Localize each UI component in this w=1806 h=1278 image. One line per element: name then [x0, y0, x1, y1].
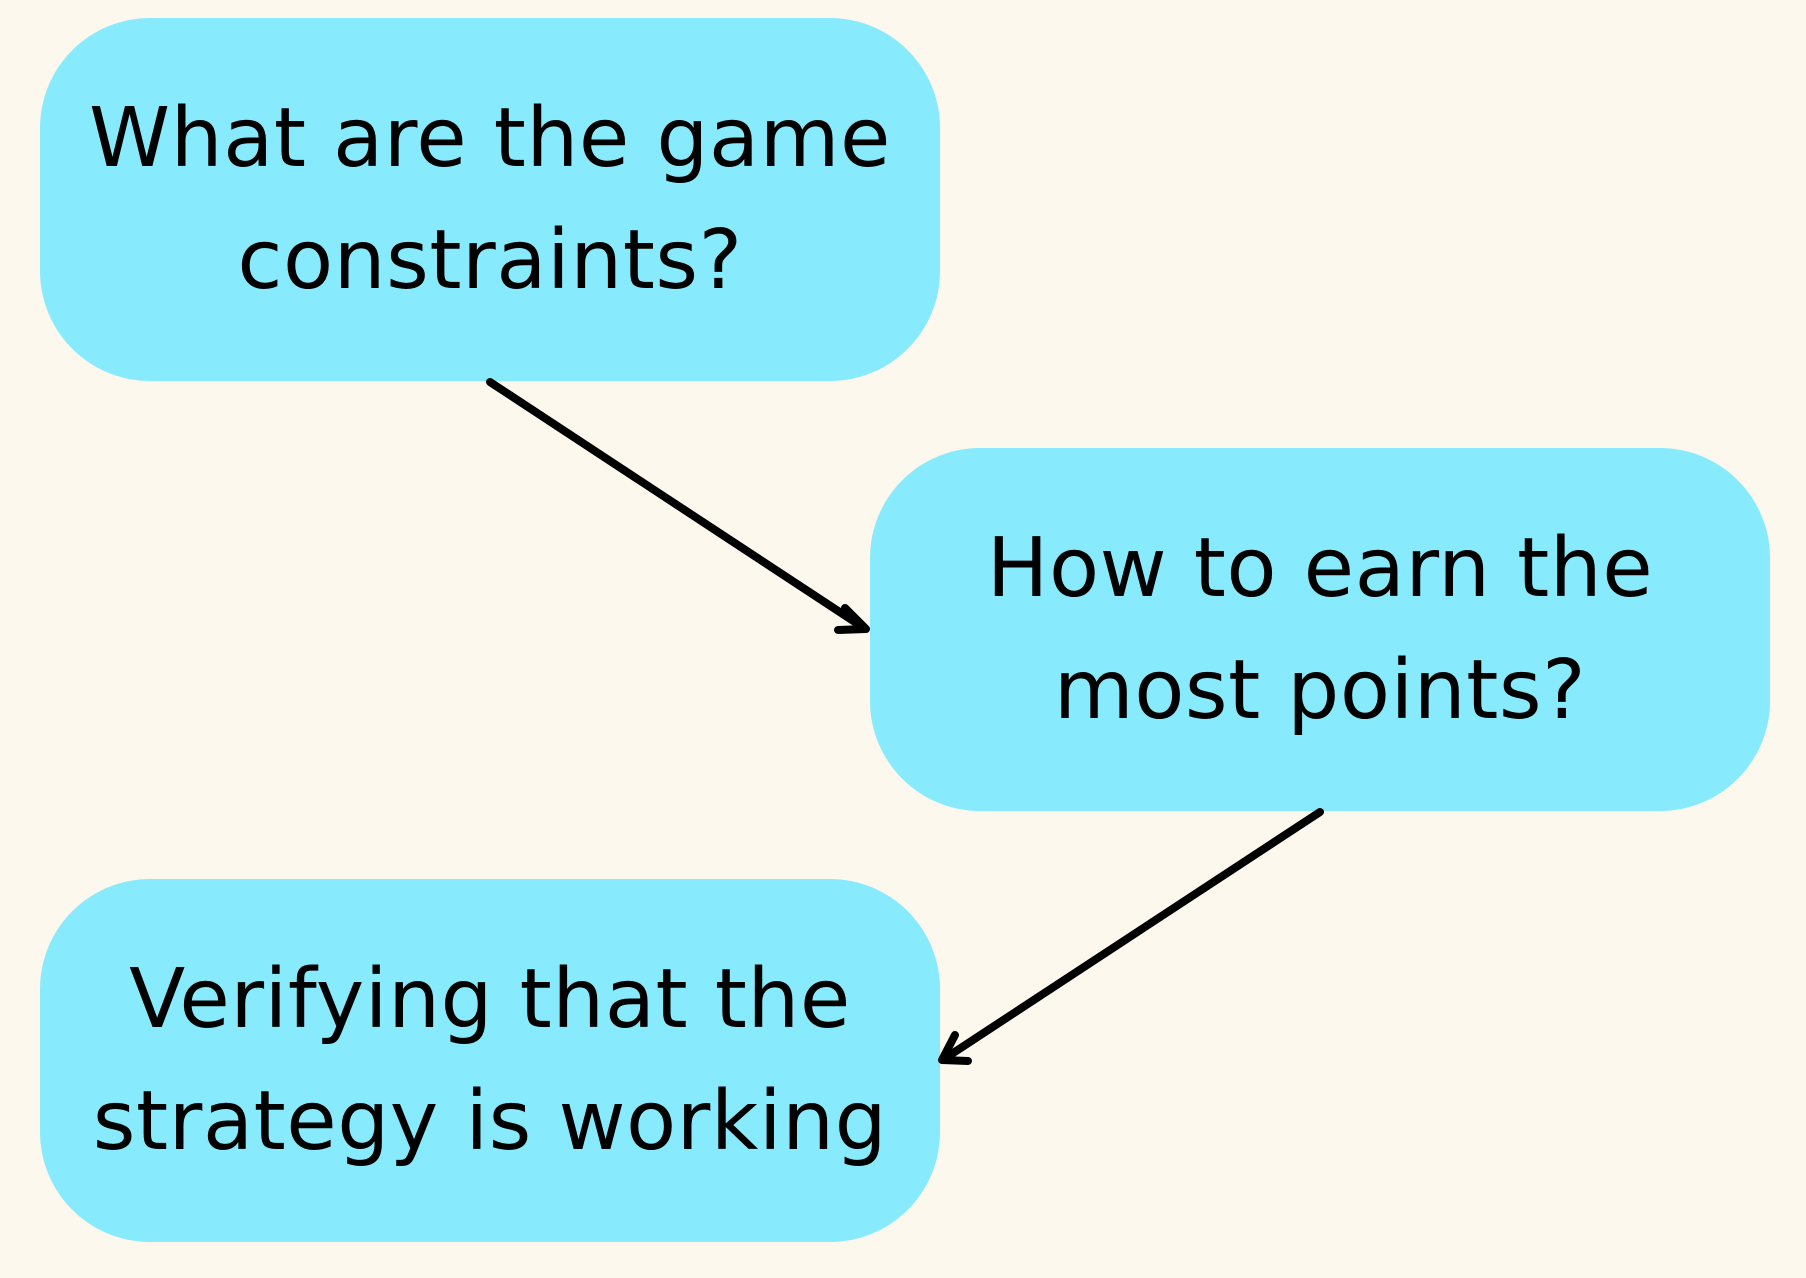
node-verify-strategy-label: Verifying that the strategy is working	[93, 939, 887, 1183]
node-verify-strategy-line-1: Verifying that the	[129, 951, 851, 1047]
node-game-constraints-line-1: What are the game	[89, 90, 891, 186]
arrowhead-icon	[938, 1031, 972, 1065]
arrow-line	[940, 808, 1324, 1063]
arrow-points-to-verify	[938, 808, 1324, 1065]
arrow-constraints-to-points	[486, 378, 870, 634]
node-game-constraints-label: What are the game constraints?	[89, 78, 891, 322]
node-earn-points-label: How to earn the most points?	[987, 508, 1653, 752]
node-game-constraints-line-2: constraints?	[237, 212, 743, 308]
arrowhead-icon	[834, 604, 870, 634]
node-verify-strategy-line-2: strategy is working	[92, 1073, 888, 1169]
node-earn-points-line-2: most points?	[1053, 642, 1587, 738]
node-earn-points-line-1: How to earn the	[986, 520, 1654, 616]
arrow-line	[486, 378, 868, 632]
node-earn-points: How to earn the most points?	[870, 448, 1770, 811]
node-verify-strategy: Verifying that the strategy is working	[40, 879, 940, 1242]
node-game-constraints: What are the game constraints?	[40, 18, 940, 381]
